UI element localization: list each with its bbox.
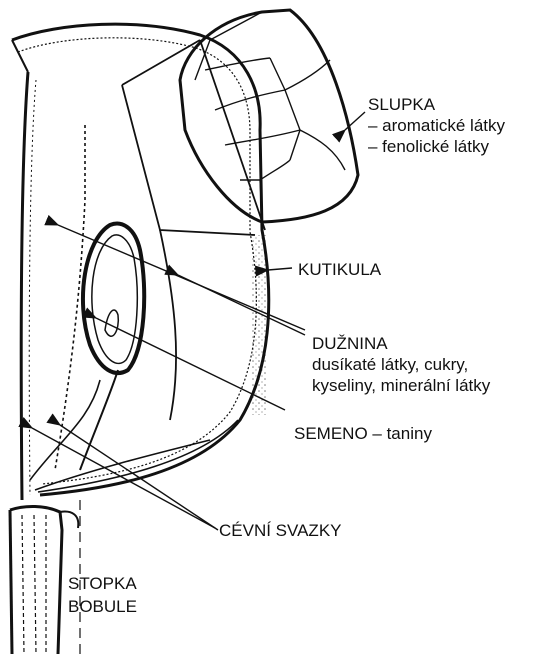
label-semeno-title: SEMENO – taniny (294, 423, 432, 444)
label-slupka: SLUPKA – aromatické látky – fenolické lá… (368, 94, 505, 157)
label-kutikula-title: KUTIKULA (298, 259, 381, 280)
label-kutikula: KUTIKULA (298, 259, 381, 280)
label-duznina: DUŽNINA dusíkaté látky, cukry, kyseliny,… (312, 333, 490, 396)
label-stopka-line1: STOPKA (68, 572, 137, 595)
label-cevni-svazky-title: CÉVNÍ SVAZKY (219, 520, 342, 541)
seed (80, 224, 144, 470)
label-cevni-svazky: CÉVNÍ SVAZKY (219, 520, 342, 541)
arrow-duznina-2 (178, 275, 305, 335)
label-stopka-line2: BOBULE (68, 595, 137, 618)
label-slupka-line2: – fenolické látky (368, 136, 505, 157)
arrow-cevni-2 (60, 425, 218, 530)
label-duznina-line2: kyseliny, minerální látky (312, 375, 490, 396)
label-semeno: SEMENO – taniny (294, 423, 432, 444)
flesh-cut-planes (122, 40, 265, 420)
label-duznina-title: DUŽNINA (312, 333, 490, 354)
label-duznina-line1: dusíkaté látky, cukry, (312, 354, 490, 375)
label-slupka-line1: – aromatické látky (368, 115, 505, 136)
skin-flap (180, 10, 358, 222)
vascular-bundles (30, 125, 238, 492)
label-slupka-title: SLUPKA (368, 94, 505, 115)
section-left-edge (12, 40, 36, 500)
arrow-kutikula (268, 268, 292, 270)
label-stopka-bobule: STOPKA BOBULE (68, 572, 137, 618)
